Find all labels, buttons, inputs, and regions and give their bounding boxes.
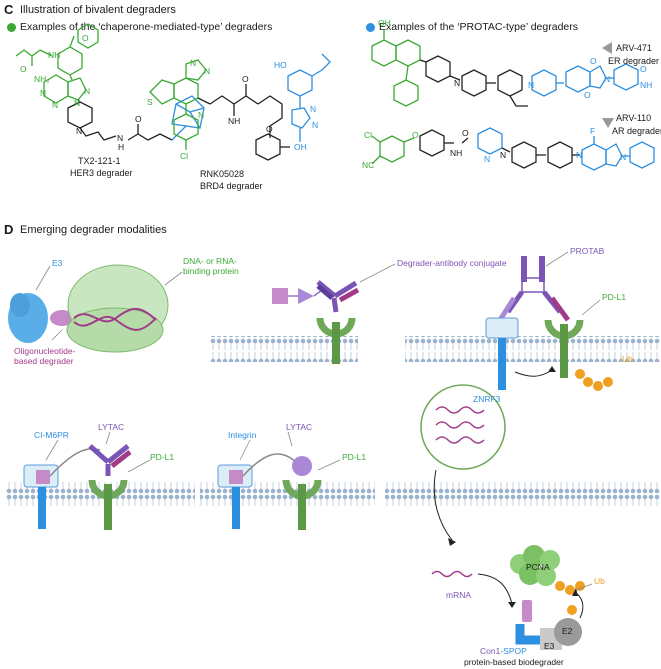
atom-n: N: [190, 58, 197, 68]
label-mrna: mRNA: [446, 590, 472, 600]
lytac-ci-m6pr-illustration: [23, 431, 151, 530]
atom-n: N: [454, 78, 461, 88]
mol2-name: RNK05028: [200, 169, 245, 179]
label-pcna: PCNA: [526, 562, 550, 572]
atom-oh: OH: [294, 142, 307, 152]
atom-ho: HO: [274, 60, 287, 70]
atom-n: N: [117, 133, 124, 143]
label-pdl1-protab: PD-L1: [602, 292, 627, 302]
blue-dot-icon: [366, 23, 375, 32]
atom-o: O: [266, 124, 273, 134]
atom-n: N: [312, 120, 319, 130]
atom-o: O: [135, 114, 142, 124]
protac-heading: Examples of the ‘PROTAC-type’ degraders: [379, 21, 578, 33]
biodegrader-illustration: [420, 384, 593, 650]
atom-nh: NH: [48, 50, 61, 60]
mol4-name: ARV-110: [616, 113, 652, 123]
atom-n: N: [310, 104, 317, 114]
mol3-desc: ER degrader: [608, 56, 660, 66]
chaperone-heading: Examples of the ‘chaperone-mediated-type…: [20, 21, 273, 33]
atom-n: N: [84, 86, 91, 96]
atom-h: H: [118, 142, 125, 152]
label-pdl1-lytac1: PD-L1: [150, 452, 175, 462]
panel-d-title: Emerging degrader modalities: [20, 224, 167, 236]
label-dna-binding: DNA- or RNA- binding protein: [183, 256, 239, 276]
atom-n: N: [204, 66, 211, 76]
atom-nc: NC: [362, 160, 375, 170]
atom-n: N: [484, 154, 491, 164]
mol3-name: ARV-471: [616, 43, 652, 53]
atom-n: N: [620, 152, 627, 162]
label-pdl1-lytac2: PD-L1: [342, 452, 367, 462]
molecule-rnk05028: [149, 53, 331, 161]
molecule-tx2-121-1: [15, 23, 205, 141]
label-lytac-1: LYTAC: [98, 422, 125, 432]
atom-n: N: [604, 74, 611, 84]
molecule-arv-471: [371, 30, 639, 128]
atom-oh: OH: [378, 18, 391, 28]
label-biodegrader: protein-based biodegrader: [464, 657, 564, 667]
label-spop: SPOP: [503, 646, 527, 656]
label-protab: PROTAB: [570, 246, 605, 256]
lytac-integrin-illustration: [217, 431, 341, 530]
label-integrin: Integrin: [228, 430, 257, 440]
label-con1-spop: Con1-SPOP: [480, 646, 527, 656]
label-znrf3: ZNRF3: [473, 394, 501, 404]
atom-n: N: [198, 110, 205, 120]
mol4-desc: AR degrader: [612, 126, 661, 136]
panel-c-letter: C: [4, 2, 14, 17]
arv-110-triangle-icon: [602, 118, 614, 128]
green-dot-icon: [7, 23, 16, 32]
label-ub-protab: Ub: [622, 354, 633, 364]
atom-n: N: [500, 150, 507, 160]
atom-o: O: [82, 33, 89, 43]
panel-d-letter: D: [4, 222, 14, 237]
membrane-protab: [405, 336, 660, 362]
arv-471-triangle-icon: [602, 42, 612, 54]
atom-f: F: [590, 126, 596, 136]
label-oligo-degrader: Oligonucleotide- based degrader: [14, 346, 76, 366]
label-ub-bio: Ub: [594, 576, 605, 586]
atom-o: O: [640, 64, 647, 74]
atom-n: N: [576, 150, 583, 160]
protab-illustration: [485, 251, 613, 391]
atom-nh: NH: [450, 148, 463, 158]
atom-o: O: [584, 90, 591, 100]
label-e3-oligo: E3: [52, 258, 63, 268]
atom-s: S: [147, 97, 153, 107]
atom-o: O: [462, 128, 469, 138]
atom-cl: Cl: [364, 130, 373, 140]
label-con1: Con1-: [480, 646, 504, 656]
atom-o: O: [590, 56, 597, 66]
atom-o: O: [242, 74, 249, 84]
mol2-desc: BRD4 degrader: [200, 181, 263, 191]
atom-n: N: [74, 98, 81, 108]
dac-illustration: [272, 263, 396, 364]
atom-nh: NH: [640, 80, 653, 90]
label-dac: Degrader-antibody conjugate: [397, 258, 507, 268]
membrane-mrna: [385, 481, 660, 507]
label-e2: E2: [562, 626, 573, 636]
panel-c-title: Illustration of bivalent degraders: [20, 4, 176, 16]
label-ci-m6pr: CI-M6PR: [34, 430, 69, 440]
atom-o: O: [412, 130, 419, 140]
atom-o: O: [20, 64, 27, 74]
label-lytac-2: LYTAC: [286, 422, 313, 432]
molecule-arv-110: [371, 127, 655, 171]
atom-n: N: [40, 88, 47, 98]
atom-cl: Cl: [180, 151, 189, 161]
oligo-degrader-illustration: [8, 264, 183, 353]
atom-n: N: [528, 80, 535, 90]
label-e3-bio: E3: [544, 641, 555, 651]
atom-nh: NH: [228, 116, 241, 126]
mol1-desc: HER3 degrader: [70, 168, 133, 178]
atom-nh2: NH₂: [34, 74, 50, 84]
atom-n: N: [52, 100, 59, 110]
atom-n: N: [76, 126, 83, 136]
mol1-name: TX2-121-1: [78, 156, 121, 166]
